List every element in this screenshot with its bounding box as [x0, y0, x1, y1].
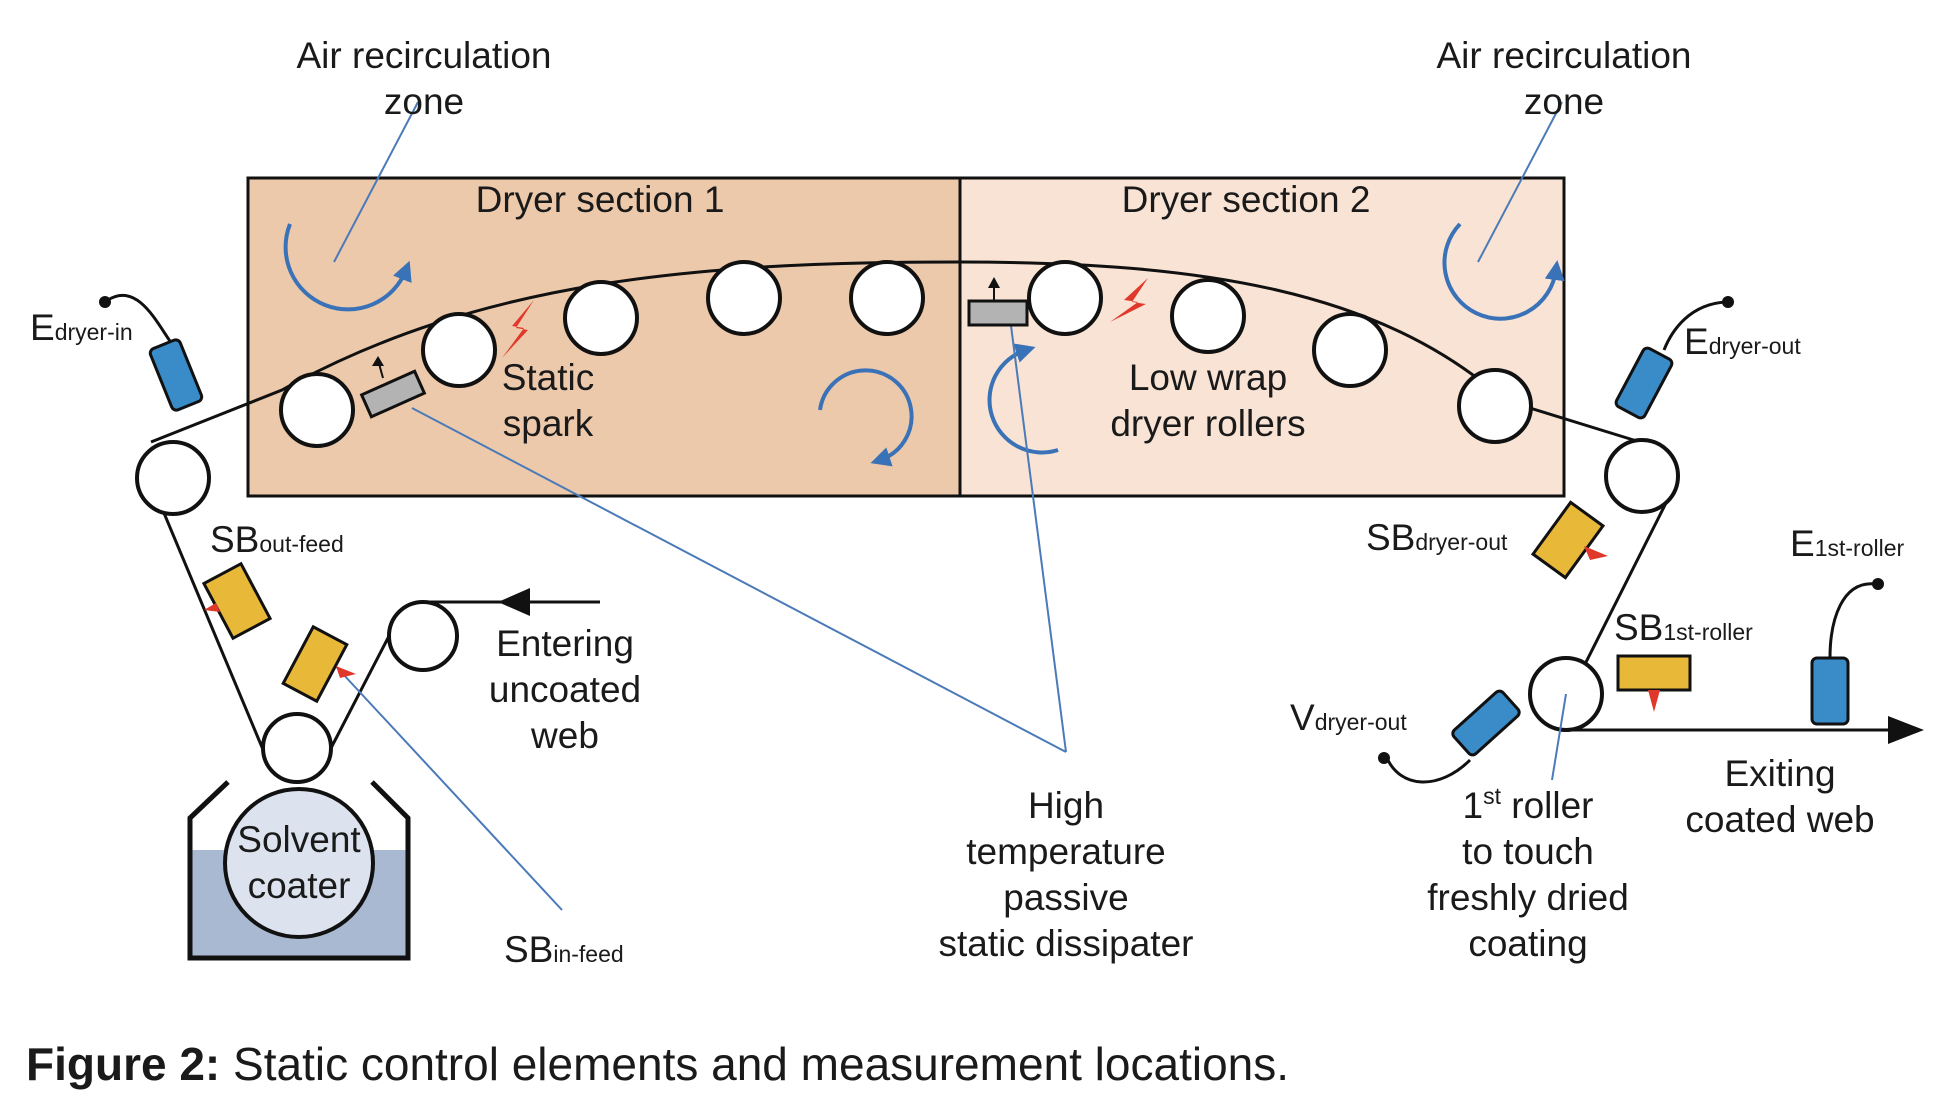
first-roller-label: coating — [1468, 923, 1587, 964]
sb-dryer-out-label: SBdryer-out — [1366, 517, 1508, 558]
sb-dryer-out-bar — [1530, 500, 1606, 580]
recirculation-arrows — [283, 222, 1565, 467]
low-wrap-label: Low wrap — [1129, 357, 1287, 398]
circular-arrow-icon — [283, 223, 412, 312]
exiting-web-label: coated web — [1685, 799, 1874, 840]
static-spark-label: Static — [502, 357, 595, 398]
exit-arrow-icon — [1888, 716, 1924, 744]
roller-4 — [563, 280, 639, 356]
circular-arrow-icon — [1442, 222, 1565, 321]
dissipater-label: High — [1028, 785, 1104, 826]
sb-out-feed-label: SBout-feed — [210, 519, 344, 560]
dissipater-1 — [359, 369, 427, 419]
sb-1st-roller-label: SB1st-roller — [1614, 607, 1753, 648]
e-dryer-out-label: Edryer-out — [1684, 321, 1801, 362]
e-1st-roller-sensor — [1810, 656, 1850, 726]
e-1st-roller-label: E1st-roller — [1790, 523, 1904, 564]
e-dryer-out-sensor — [1614, 346, 1674, 420]
roller-1 — [135, 440, 211, 516]
electrometer-sensors — [99, 293, 1884, 784]
sb-in-feed-label: SBin-feed — [504, 929, 624, 970]
roller-coater — [261, 712, 333, 784]
sb-out-feed-bar — [201, 561, 273, 641]
solvent-coater-label: Solvent — [237, 819, 361, 860]
roller-8 — [1170, 278, 1246, 354]
entering-web-label: uncoated — [489, 669, 641, 710]
static-spark-label: spark — [503, 403, 594, 444]
dryer-section-2-box — [958, 176, 1566, 498]
air-zone-right-label: Air recirculation — [1437, 35, 1692, 76]
dryer-section-2-label: Dryer section 2 — [1122, 179, 1371, 220]
figure-caption: Figure 2: Static control elements and me… — [26, 1038, 1289, 1090]
lightning-bolt-icon — [1110, 278, 1148, 322]
dissipater-label: passive — [1003, 877, 1128, 918]
sb-in-feed-bar — [281, 624, 349, 704]
air-zone-right-label: zone — [1524, 81, 1604, 122]
roller-11 — [1604, 438, 1680, 514]
air-zone-left-label: Air recirculation — [297, 35, 552, 76]
v-dryer-out-sensor — [1451, 689, 1521, 757]
roller-7 — [1027, 260, 1103, 336]
coater-roll — [223, 787, 375, 939]
circular-arrow-icon — [818, 368, 914, 467]
roller-2 — [279, 372, 355, 448]
entering-web-label: web — [530, 715, 599, 756]
static-bars — [201, 500, 1692, 712]
low-wrap-label: dryer rollers — [1110, 403, 1305, 444]
roller-5 — [706, 260, 782, 336]
dissipater-2 — [967, 299, 1029, 327]
first-roller-label: 1st roller — [1463, 783, 1594, 826]
e-dryer-in-sensor — [148, 338, 204, 412]
e-dryer-in-label: Edryer-in — [30, 307, 133, 348]
sb-1st-roller-bar — [1616, 654, 1692, 692]
roller-3 — [421, 312, 497, 388]
coater-tank — [187, 780, 411, 961]
dissipater-label: temperature — [966, 831, 1166, 872]
roller-entry — [387, 600, 459, 672]
solvent-coater-label: coater — [248, 865, 351, 906]
dissipater-label: static dissipater — [939, 923, 1194, 964]
rollers — [135, 260, 1680, 784]
first-roller-label: freshly dried — [1427, 877, 1629, 918]
roller-6 — [849, 260, 925, 336]
first-roller-label: to touch — [1462, 831, 1594, 872]
exiting-web-label: Exiting — [1724, 753, 1835, 794]
roller-10 — [1457, 368, 1533, 444]
leader-lines — [329, 101, 1567, 911]
circular-arrow-icon — [987, 343, 1059, 455]
entering-web-label: Entering — [496, 623, 634, 664]
web-path-coater-down — [149, 481, 266, 753]
air-zone-left-label: zone — [384, 81, 464, 122]
v-dryer-out-label: Vdryer-out — [1290, 697, 1407, 738]
dryer-section-1-label: Dryer section 1 — [476, 179, 725, 220]
roller-9 — [1312, 312, 1388, 388]
entry-arrow-icon — [498, 588, 530, 616]
